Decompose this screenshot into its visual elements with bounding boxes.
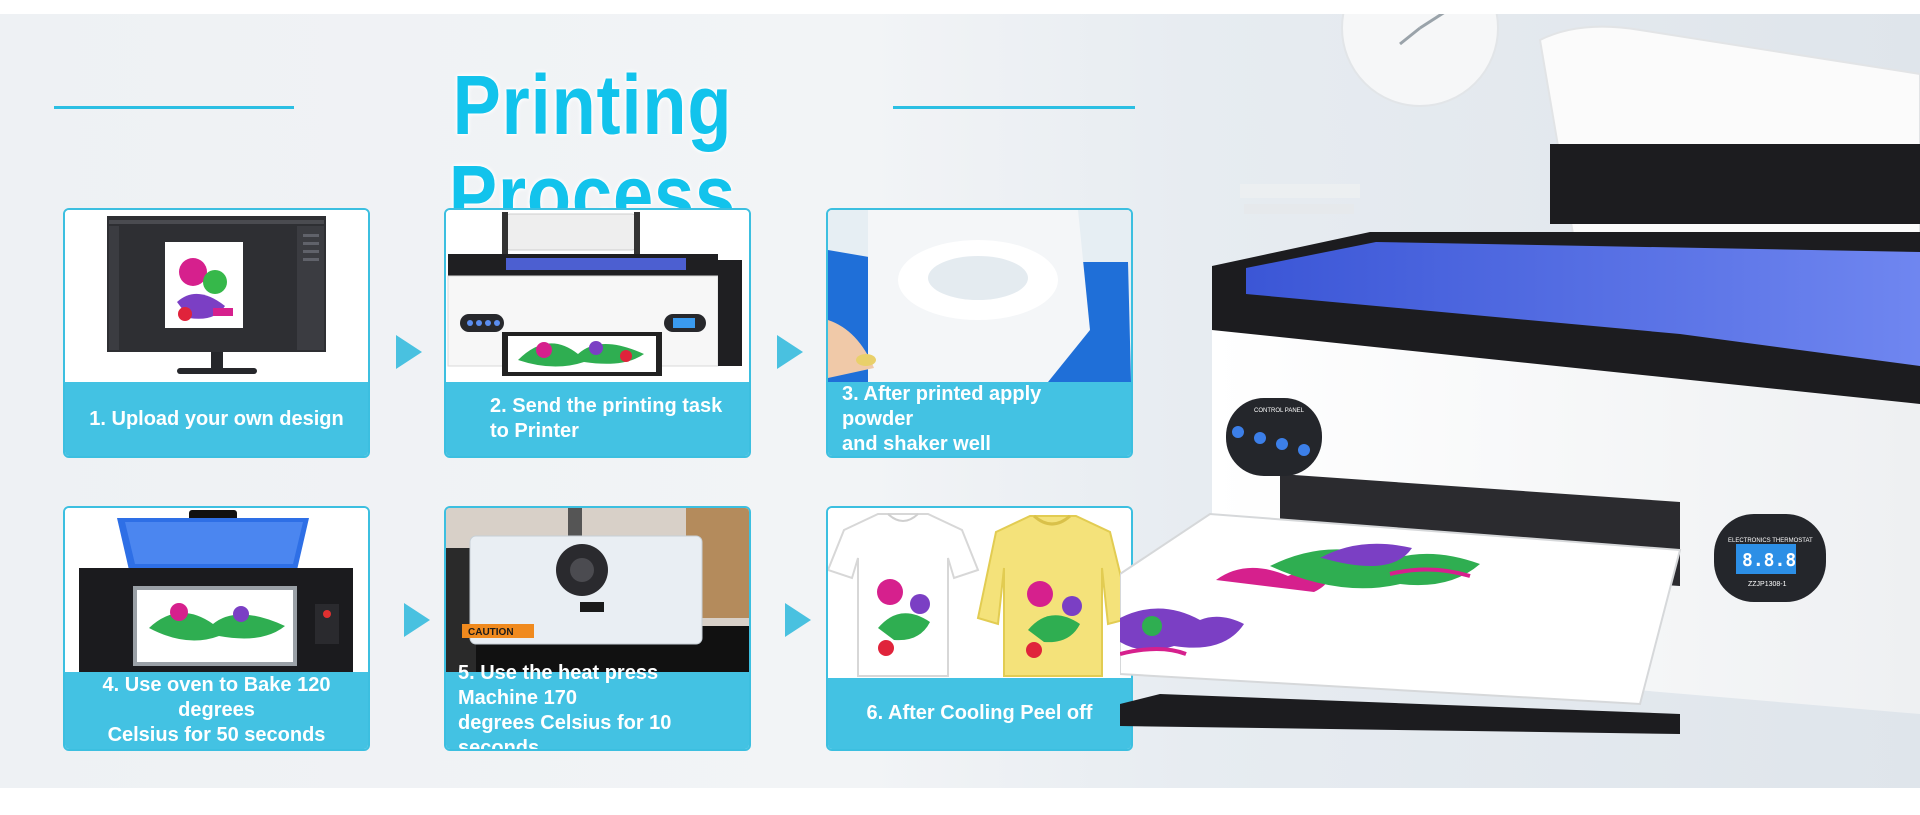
- powder-shaker-icon: [828, 210, 1131, 382]
- step-card-4: 4. Use oven to Bake 120 degrees Celsius …: [63, 506, 370, 751]
- control-panel-label: CONTROL PANEL: [1254, 408, 1305, 414]
- step-card-5: CAUTION 5. Use the heat press Machine 17…: [444, 506, 751, 751]
- step-caption-4: 4. Use oven to Bake 120 degrees Celsius …: [65, 672, 368, 749]
- step-card-2: 2. Send the printing task to Printer: [444, 208, 751, 458]
- wall-clock-icon: [1341, 14, 1499, 107]
- printed-garments-icon: [828, 508, 1131, 678]
- step-card-6: 6. After Cooling Peel off: [826, 506, 1133, 751]
- thermostat-label: ELECTRONICS THERMOSTAT: [1728, 538, 1813, 544]
- arrow-right-icon: [777, 335, 803, 369]
- printer-icon: [446, 210, 749, 382]
- dtf-printer-image: CONTROL PANEL ELECTRONICS THERMOSTAT 8.8…: [1119, 14, 1920, 788]
- step-caption-1: 1. Upload your own design: [65, 382, 368, 456]
- page-title: Printing Process: [448, 58, 737, 242]
- step-caption-6: 6. After Cooling Peel off: [828, 678, 1131, 749]
- thermostat-model: ZZJP1308-1: [1748, 581, 1787, 588]
- thermostat-display: 8.8.8: [1742, 550, 1796, 571]
- caution-label: CAUTION: [468, 627, 514, 638]
- heat-press-icon: CAUTION: [446, 508, 749, 676]
- monitor-design-icon: [65, 210, 368, 382]
- title-rule-left: [54, 106, 294, 109]
- arrow-right-icon: [785, 603, 811, 637]
- arrow-right-icon: [396, 335, 422, 369]
- arrow-right-icon: [404, 603, 430, 637]
- step-card-1: 1. Upload your own design: [63, 208, 370, 458]
- banner: Printing Process 1: [0, 14, 1920, 788]
- step-caption-3: 3. After printed apply powder and shaker…: [828, 382, 1131, 456]
- step-card-3: 3. After printed apply powder and shaker…: [826, 208, 1133, 458]
- title-rule-right: [893, 106, 1135, 109]
- step-caption-2: 2. Send the printing task to Printer: [446, 382, 749, 456]
- curing-oven-icon: [65, 508, 368, 676]
- step-caption-5: 5. Use the heat press Machine 170 degree…: [446, 662, 749, 749]
